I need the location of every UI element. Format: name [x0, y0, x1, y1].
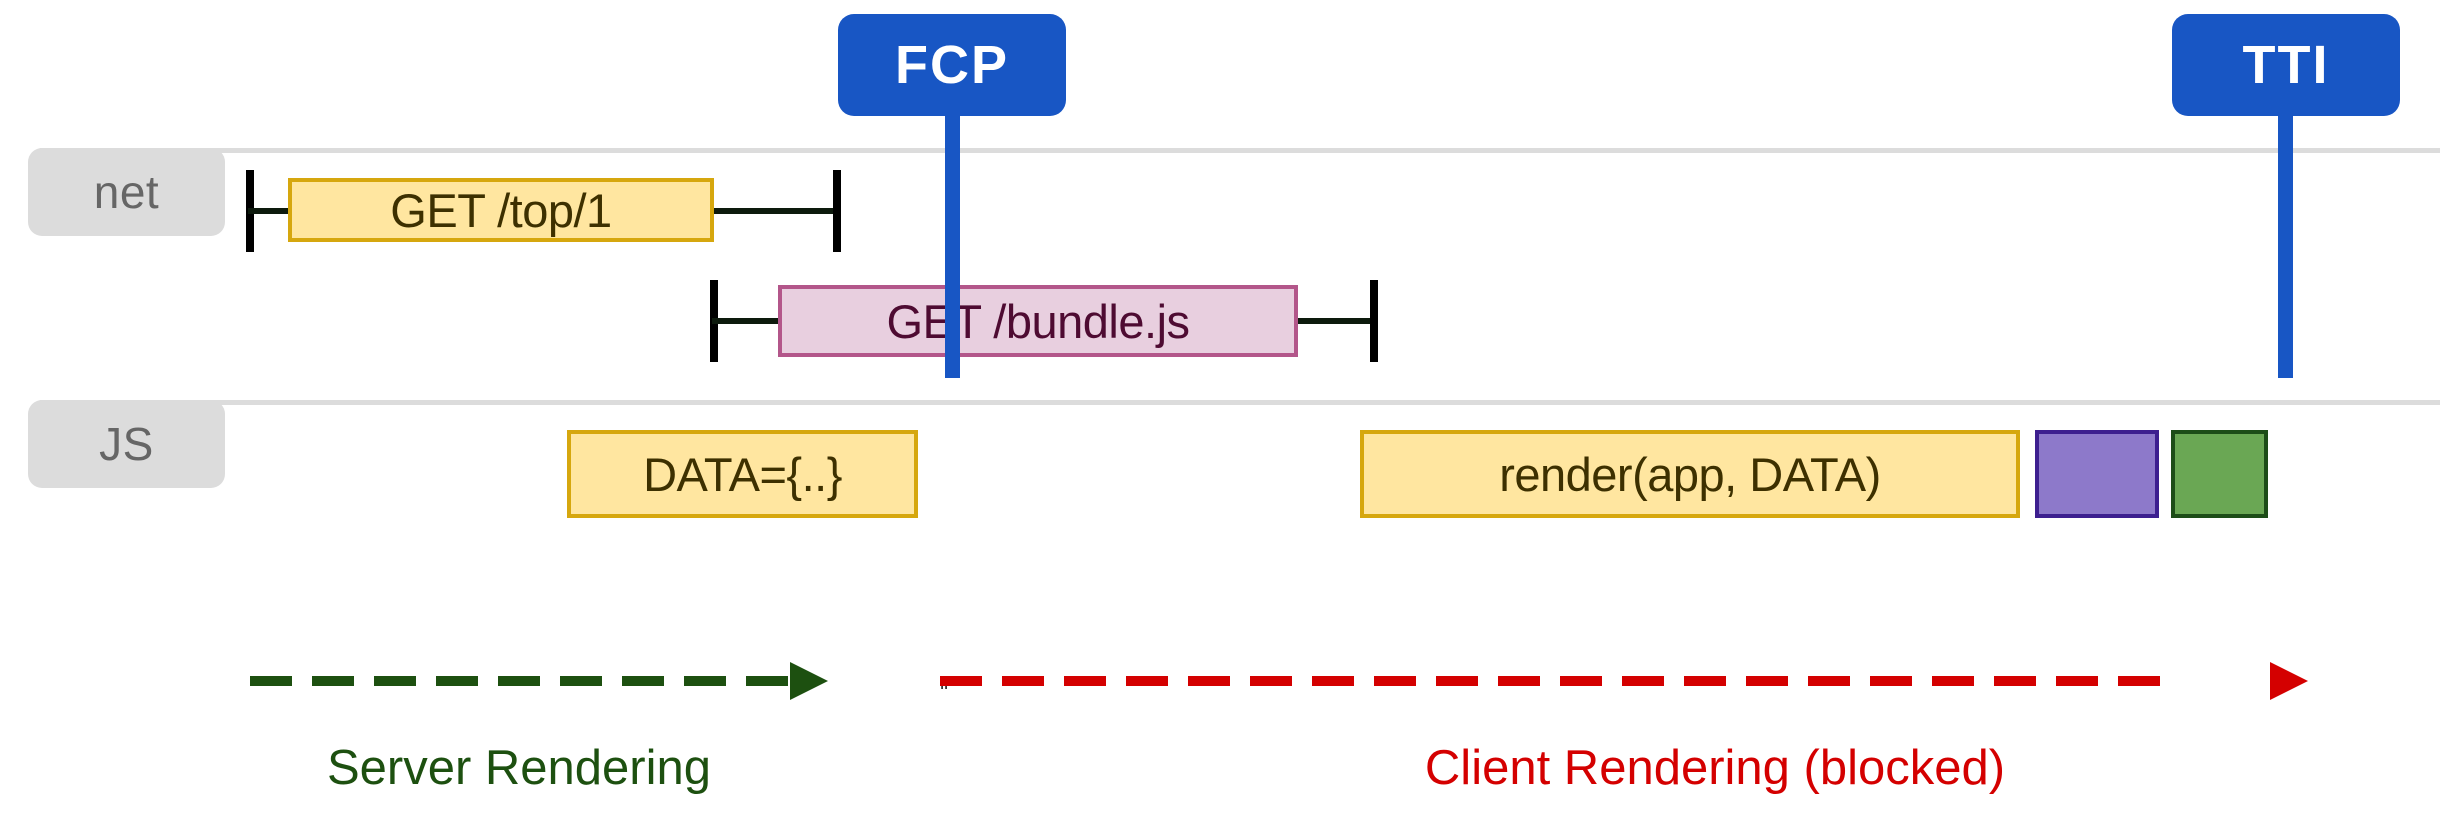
tti-marker-line: [2278, 78, 2293, 378]
lane-divider-js: [40, 400, 2440, 405]
server-phase-label: Server Rendering: [326, 741, 712, 795]
fcp-badge[interactable]: FCP: [838, 14, 1066, 116]
lane-label-js: JS: [28, 400, 225, 488]
task-get-bundle[interactable]: GET /bundle.js: [778, 285, 1298, 357]
client-phase-arrow-line: װ: [940, 676, 2160, 693]
lane-divider-net: [40, 148, 2440, 153]
client-phase-arrowhead: [2270, 662, 2308, 700]
tti-badge[interactable]: TTI: [2172, 14, 2400, 116]
task-data-assign[interactable]: DATA={..}: [567, 430, 918, 518]
get-top-end-cap: [833, 170, 841, 252]
task-render-call[interactable]: render(app, DATA): [1360, 430, 2020, 518]
get-bundle-end-cap: [1370, 280, 1378, 362]
task-green-block[interactable]: [2171, 430, 2268, 518]
task-purple-block[interactable]: [2035, 430, 2159, 518]
lane-label-net: net: [28, 148, 225, 236]
client-phase-label: Client Rendering (blocked): [1424, 741, 2006, 795]
task-get-top[interactable]: GET /top/1: [288, 178, 714, 242]
fcp-marker-line: [945, 78, 960, 378]
server-phase-arrowhead: [790, 662, 828, 700]
